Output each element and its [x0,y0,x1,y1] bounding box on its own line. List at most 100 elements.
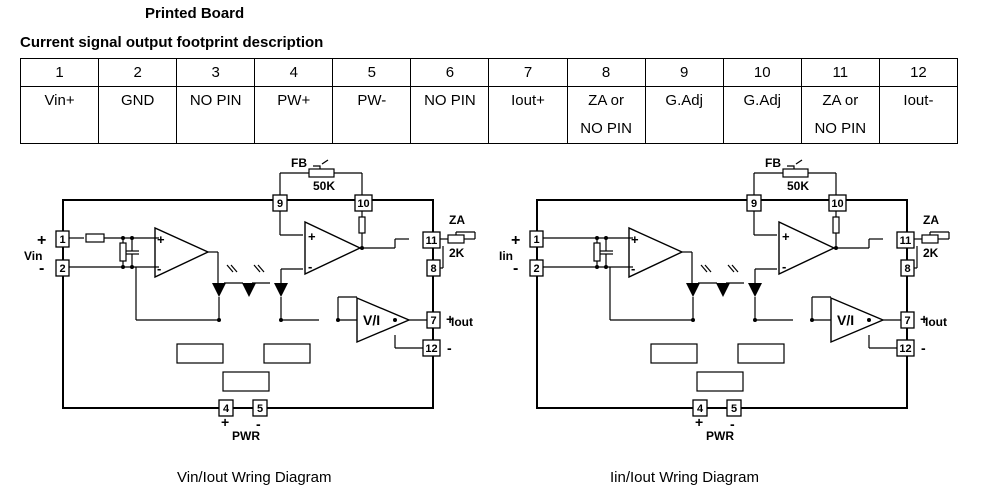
za-resistor-value: 2K [449,246,465,260]
pin-7-label: 7 [430,315,436,327]
pwr-minus-sign: - [730,416,735,432]
pin-function-text: Iout- [903,92,934,109]
iout-label: Iout [925,315,947,329]
fb-label: FB [765,156,781,170]
input-minus-sign: - [39,260,44,277]
wiring-diagram-vin: 1 2 9 10 11 8 7 12 4 5 FB 50K ZA 2K V/I … [24,156,476,443]
pin-function-text: G.Adj [665,92,703,109]
pin-2-label: 2 [533,263,539,275]
pin-1-label: 1 [533,234,539,246]
opamp2-minus: - [782,259,786,274]
pin-5-label: 5 [257,403,263,415]
pwr-label: PWR [706,429,734,443]
pin-5-label: 5 [731,403,737,415]
pin-4-label: 4 [223,403,230,415]
pin-function-text: Vin+ [44,92,75,109]
pin-number-cell: 9 [644,58,724,87]
pin-function-cell: NO PIN [410,86,490,144]
pin-9-label: 9 [751,198,757,210]
pin-number-cell: 7 [488,58,568,87]
iout-label: Iout [451,315,473,329]
input-label: Vin [24,249,42,263]
pin-function-text: PW- [357,92,387,109]
pin-10-label: 10 [357,198,369,210]
pin-12-label: 12 [899,343,911,355]
pin-11-label: 11 [426,235,438,247]
fb-resistor-value: 50K [313,179,335,193]
opamp2-minus: - [308,259,312,274]
opamp1-plus: + [631,232,639,247]
pin-function-cell: G.Adj [644,86,724,144]
opamp1-plus: + [157,232,165,247]
pin-2-label: 2 [59,263,65,275]
input-plus-sign: + [37,232,46,249]
pin-8-label: 8 [904,263,910,275]
caption-vin-diagram: Vin/Iout Wring Diagram [177,469,332,486]
pin-11-label: 11 [900,235,912,247]
wiring-diagram-iin: 1 2 9 10 11 8 7 12 4 5 FB 50K ZA 2K V/I … [499,156,950,443]
pin-number-cell: 12 [878,58,959,87]
pwr-minus-sign: - [256,416,261,432]
pin-function-cell: GND [98,86,178,144]
pin-function-text: Iout+ [511,92,545,109]
pin-number-cell: 6 [410,58,490,87]
pin-function-cell: G.Adj [722,86,802,144]
vi-converter-label: V/I [363,312,380,328]
caption-iin-diagram: Iin/Iout Wring Diagram [610,469,759,486]
pin-function-text: NO PIN [814,120,867,137]
vi-converter-label: V/I [837,312,854,328]
pin-10-label: 10 [831,198,843,210]
opamp2-plus: + [308,229,316,244]
pin-8-label: 8 [430,263,436,275]
za-label: ZA [923,213,939,227]
za-resistor-value: 2K [923,246,939,260]
pin-function-text: PW+ [277,92,311,109]
input-minus-sign: - [513,260,518,277]
iout-plus-sign: + [920,311,928,327]
pin-function-text: G.Adj [743,92,781,109]
fb-resistor-value: 50K [787,179,809,193]
pin-9-label: 9 [277,198,283,210]
pin-function-cell: PW- [332,86,412,144]
pin-function-cell: Iout- [878,86,959,144]
pin-function-text: NO PIN [580,120,632,137]
pin-function-cell: NO PIN [176,86,256,144]
section-subtitle: Current signal output footprint descript… [20,34,324,51]
pin-function-cell: PW+ [254,86,334,144]
pin-function-text: GND [120,92,155,109]
pin-function-cell: ZA or NO PIN [800,86,880,144]
pwr-label: PWR [232,429,260,443]
iout-plus-sign: + [446,311,454,327]
input-plus-sign: + [511,232,520,249]
pin-7-label: 7 [904,315,910,327]
fb-label: FB [291,156,307,170]
pwr-plus-sign: + [221,414,229,430]
pin-number-cell: 4 [254,58,334,87]
pin-function-text: NO PIN [189,92,242,109]
pin-number-cell: 10 [722,58,802,87]
page-title: Printed Board [145,5,245,22]
pin-number-cell: 2 [98,58,178,87]
pwr-plus-sign: + [695,414,703,430]
pin-function-text: ZA or [822,92,859,109]
pin-number-cell: 3 [176,58,256,87]
opamp1-minus: - [157,261,161,276]
pin-12-label: 12 [425,343,437,355]
pin-function-text: NO PIN [424,92,476,109]
pin-function-row: Vin+ GND NO PIN PW+ PW- NO PIN Iout+ ZA or NO PI… [19,86,959,144]
iout-minus-sign: - [921,340,926,356]
opamp1-minus: - [631,261,635,276]
pin-number-cell: 5 [332,58,412,87]
pin-function-cell: Vin+ [19,86,100,144]
pin-number-cell: 1 [19,58,100,87]
opamp2-plus: + [782,229,790,244]
pin-4-label: 4 [697,403,704,415]
pin-1-label: 1 [59,234,65,246]
za-label: ZA [449,213,465,227]
pin-number-cell: 8 [566,58,646,87]
input-label: Iin [499,249,513,263]
pin-function-cell: Iout+ [488,86,568,144]
